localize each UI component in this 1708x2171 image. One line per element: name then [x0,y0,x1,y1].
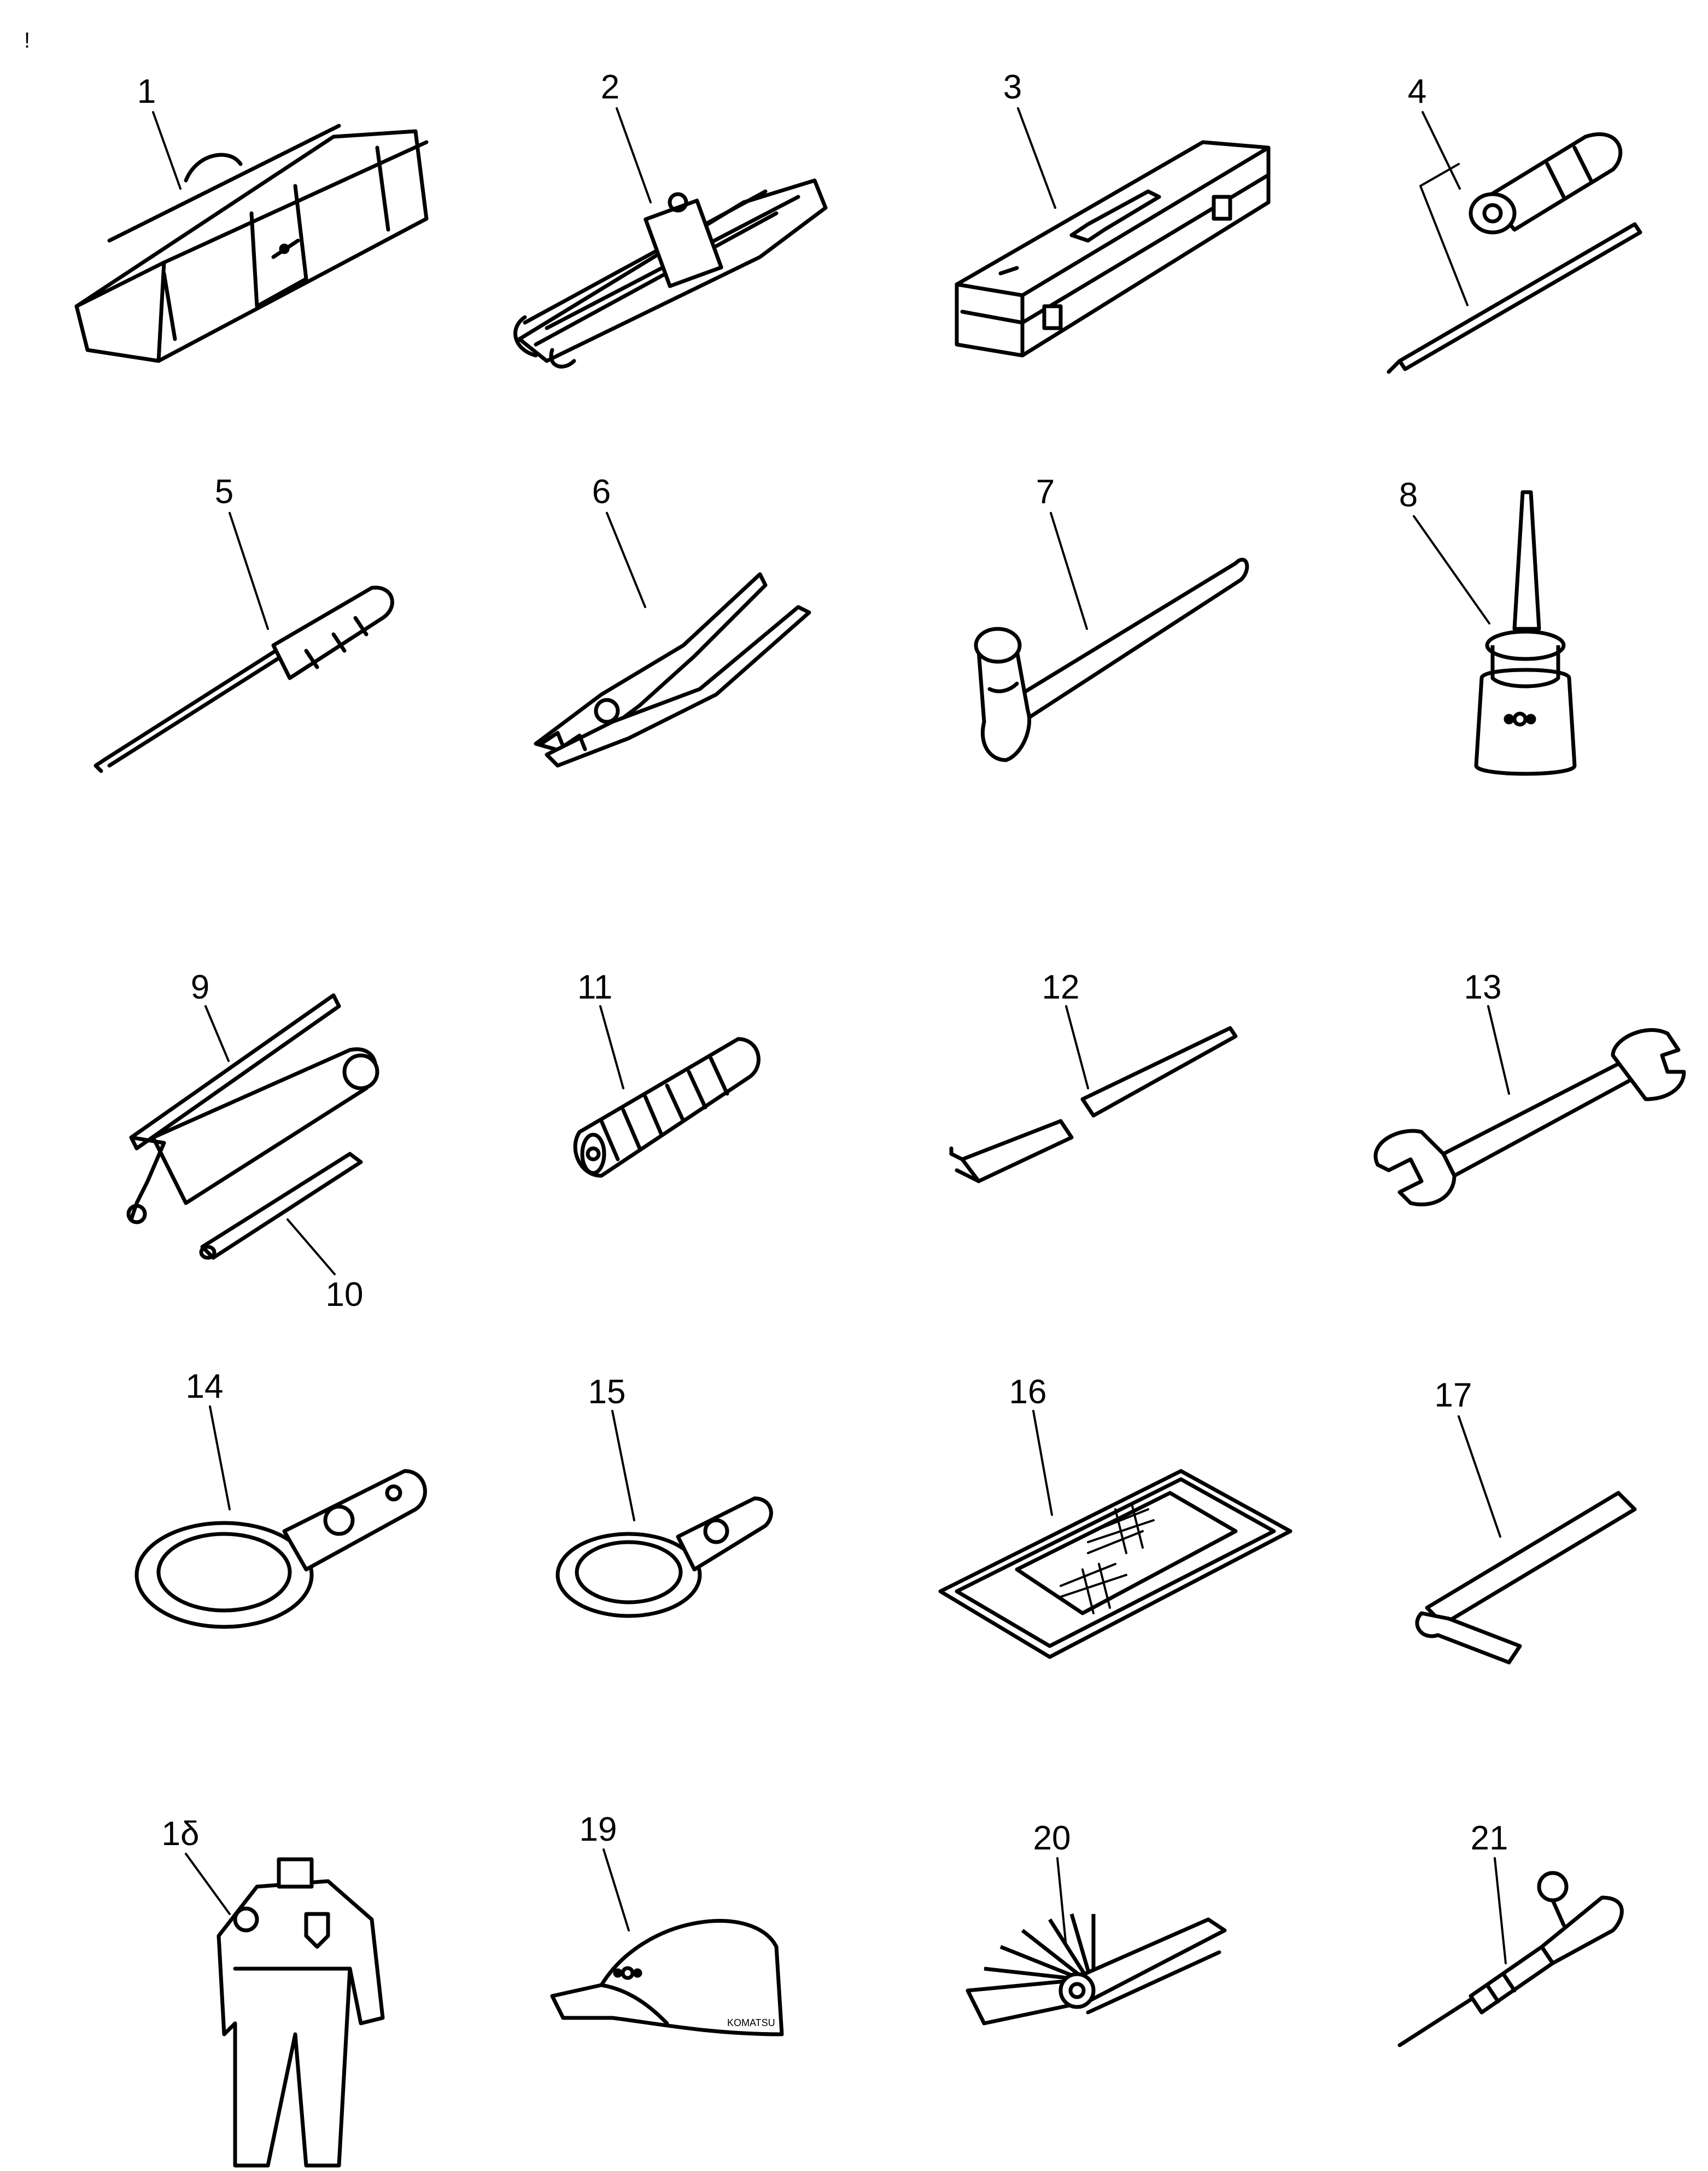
test-probe-drawing [1397,1871,1624,2047]
callout-18: 1δ [161,1815,200,1853]
coverall-drawing [217,1857,385,2168]
hex-key-drawing [1415,1491,1637,1665]
screwdriver-drawing [93,586,394,773]
callout-8: 8 [1399,476,1418,514]
callout-17: 17 [1434,1376,1472,1414]
filter-wrench-large-drawing [134,1469,427,1629]
callout-7: 7 [1036,473,1055,511]
tool-bag-drawing [74,124,429,363]
callout-5: 5 [214,473,234,511]
callout-11: 11 [577,968,613,1006]
cap-brand-text: KOMATSU [727,2017,775,2028]
toolbox-drawing [955,140,1271,358]
pliers-drawing [534,572,811,768]
oil-can-drawing [1474,490,1577,776]
stray-mark: ! [24,28,31,52]
callout-19: 19 [579,1811,617,1848]
callout-20: 20 [1033,1819,1071,1857]
callout-6: 6 [592,473,611,511]
callout-4: 4 [1407,73,1427,110]
open-end-wrench-drawing [1373,1028,1686,1207]
spring-drawing [573,1037,761,1178]
callout-21: 21 [1470,1819,1508,1857]
pry-bar-drawing [949,1026,1238,1183]
hammer-drawing [974,558,1249,762]
callout-13: 13 [1464,968,1502,1006]
screwdriver-bit-drawing [1387,132,1642,374]
callout-16: 16 [1009,1373,1047,1411]
callout-3: 3 [1003,68,1022,106]
manual-booklet-drawing [938,1469,1292,1659]
callout-15: 15 [588,1373,626,1411]
callout-2: 2 [600,68,620,106]
wrench-set-drawing [513,178,828,369]
filter-wrench-small-drawing [555,1496,773,1618]
leader-lines [152,107,1510,1964]
callout-9: 9 [190,968,210,1006]
callout-14: 14 [185,1368,224,1405]
grease-gun-drawing [126,993,379,1260]
cap-drawing: KOMATSU [550,1919,784,2036]
callout-10: 10 [325,1276,364,1314]
callout-1: 1 [137,73,156,110]
feeler-gauge-drawing [966,1913,1227,2026]
callout-12: 12 [1042,968,1080,1006]
